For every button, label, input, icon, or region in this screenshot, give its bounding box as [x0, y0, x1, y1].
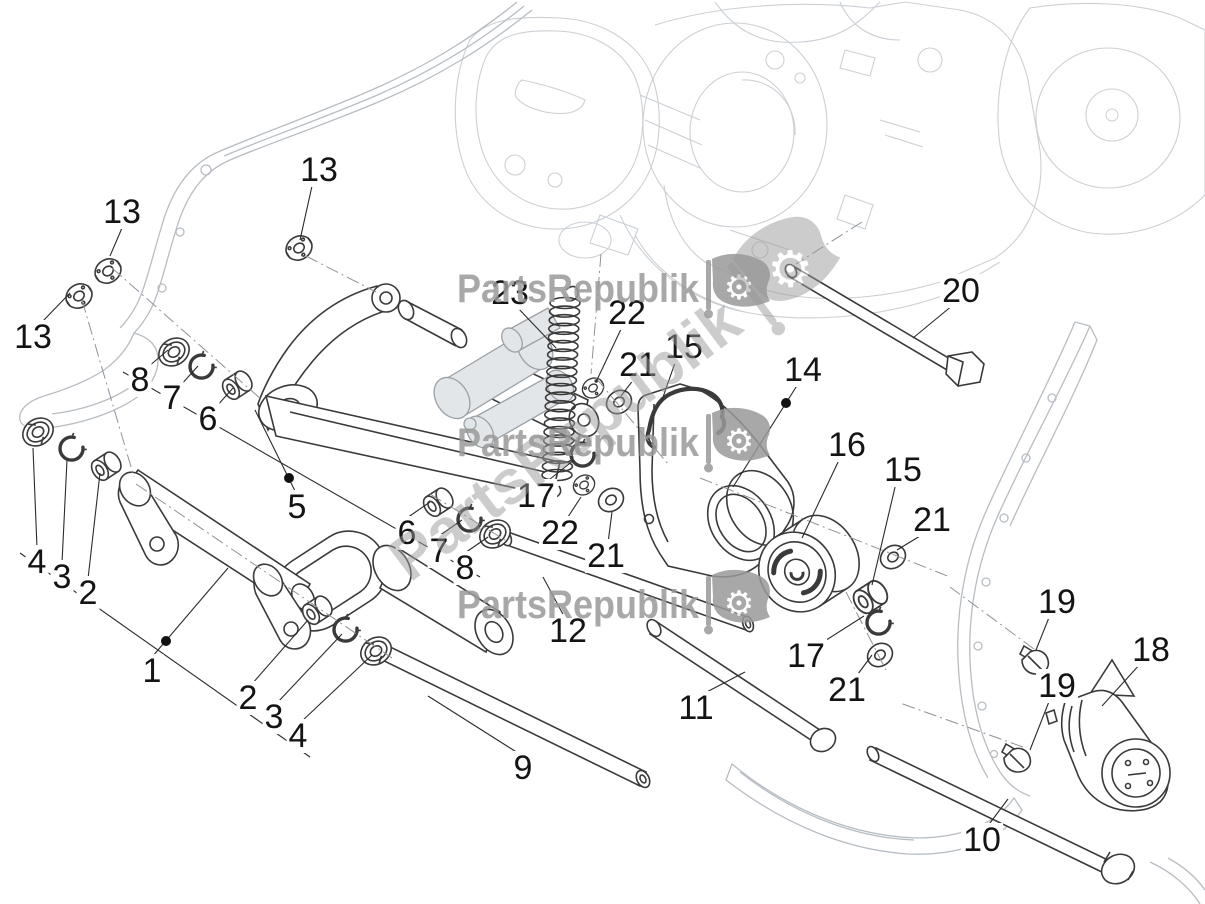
watermark-bottom: PartsRepublik	[457, 569, 770, 635]
axis-line	[81, 299, 135, 478]
watermark-diagonal: PartsRepublik	[377, 201, 857, 594]
part-label-4: 4	[25, 543, 49, 581]
leader-line	[251, 619, 309, 685]
axis-line	[429, 493, 506, 541]
bracket-drawing	[637, 383, 795, 578]
leader-line	[986, 798, 1009, 828]
part-label-14: 14	[782, 351, 824, 389]
part-label-6: 6	[196, 400, 220, 438]
part-label-13: 13	[101, 193, 143, 231]
frame-right-art	[725, 321, 1205, 904]
shock-mount-art	[433, 307, 575, 449]
leader-line	[299, 185, 313, 241]
leader-line	[801, 457, 841, 539]
part-label-16: 16	[826, 426, 868, 464]
leader-line	[607, 511, 613, 544]
leader-line	[819, 615, 865, 645]
watermark-text: PartsRepublik	[457, 267, 700, 311]
part-label-13: 13	[12, 318, 54, 356]
part-label-18: 18	[1130, 631, 1172, 669]
roller-drawing	[757, 514, 860, 613]
part-label-7: 7	[427, 532, 451, 570]
assembly-dot	[284, 473, 294, 483]
axis-line	[699, 477, 951, 578]
part-label-10: 10	[961, 821, 1003, 859]
part-label-23: 23	[489, 274, 531, 312]
bolt-19b-drawing	[1000, 742, 1032, 773]
part-label-5: 5	[285, 488, 309, 526]
axis-line	[949, 586, 1035, 650]
watermark-text: PartsRepublik	[457, 421, 700, 465]
part-label-11: 11	[676, 689, 716, 727]
part-label-1: 1	[140, 652, 164, 690]
part-label-7: 7	[160, 379, 184, 417]
axis-lines-layer	[81, 221, 1035, 748]
watermark-top: PartsRepublik	[457, 253, 770, 319]
part-label-13: 13	[298, 151, 340, 189]
part-label-21: 21	[826, 671, 868, 709]
part-label-4: 4	[286, 717, 310, 755]
part-label-15: 15	[663, 328, 705, 366]
leader-line	[871, 482, 897, 586]
buffer-drawing	[1045, 658, 1171, 812]
frame-left-art	[19, 1, 533, 430]
part-label-21: 21	[585, 537, 627, 575]
leader-line	[427, 695, 519, 754]
leader-line	[515, 305, 557, 349]
part-label-22: 22	[606, 294, 648, 332]
leader-line	[61, 459, 68, 564]
leader-line	[32, 447, 38, 549]
leader-line	[595, 326, 623, 383]
part-label-12: 12	[547, 612, 589, 650]
leader-line	[41, 292, 71, 323]
leader-line	[1029, 698, 1051, 751]
axis-line	[595, 377, 669, 465]
part-label-3: 3	[262, 698, 286, 736]
leader-line	[1101, 662, 1142, 707]
axis-line	[135, 483, 393, 659]
part-label-19: 19	[1036, 667, 1078, 705]
part-label-2: 2	[76, 574, 100, 612]
pin-11-drawing	[646, 618, 837, 753]
link-rod-drawing	[117, 468, 316, 650]
part-label-2: 2	[236, 679, 260, 717]
leader-line	[1035, 614, 1051, 651]
part-label-15: 15	[882, 451, 924, 489]
watermark-text: PartsRepublik	[457, 583, 700, 627]
leader-line	[87, 472, 101, 580]
part-label-9: 9	[511, 749, 535, 787]
leader-line	[661, 359, 677, 401]
axis-line	[590, 253, 602, 375]
bolt-10-drawing	[866, 745, 1136, 885]
part-label-8: 8	[128, 361, 152, 399]
part-label-21: 21	[617, 346, 659, 384]
assembly-dots-layer	[161, 398, 791, 646]
part-label-3: 3	[50, 558, 74, 596]
assembly-dot	[161, 636, 171, 646]
part-label-21: 21	[911, 501, 953, 539]
assembly-dot	[781, 398, 791, 408]
leader-line	[542, 576, 566, 619]
part-label-17: 17	[515, 477, 557, 515]
part-label-20: 20	[940, 272, 982, 310]
leader-line	[109, 227, 123, 257]
watermark-middle: PartsRepublik	[457, 407, 770, 473]
leader-line	[912, 304, 954, 339]
part-label-22: 22	[539, 514, 581, 552]
part-label-6: 6	[395, 514, 419, 552]
leader-line	[276, 633, 343, 704]
axis-line	[111, 267, 263, 401]
part-label-19: 19	[1036, 583, 1078, 621]
leader-line	[300, 654, 373, 723]
axis-line	[845, 591, 887, 671]
bolt-19a-drawing	[1018, 644, 1050, 675]
part-label-8: 8	[453, 549, 477, 587]
part-label-17: 17	[785, 637, 827, 675]
